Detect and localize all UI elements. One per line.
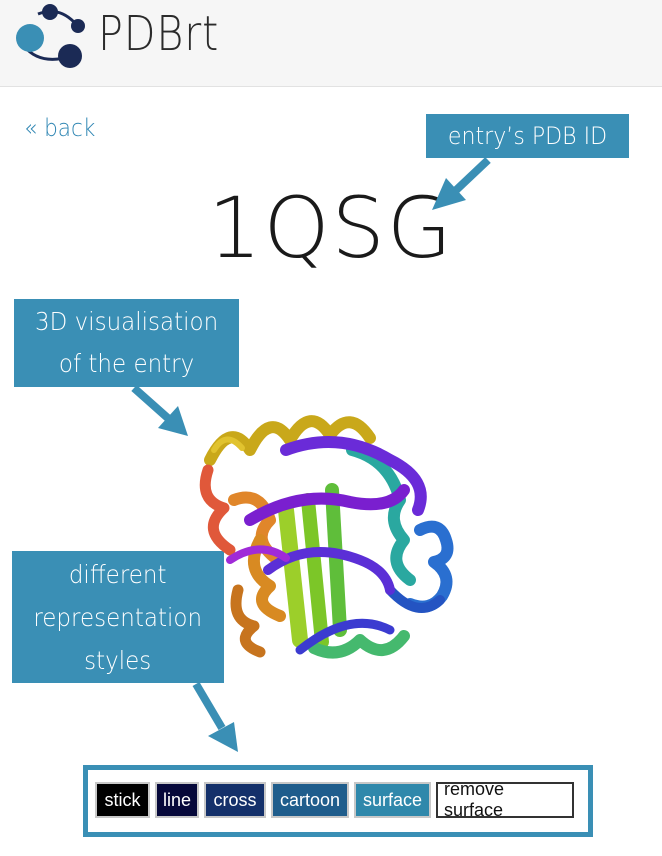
callout-visualisation-line2: of the entry [58, 349, 195, 378]
callout-styles-line3: styles [84, 645, 152, 675]
entry-pdb-id: 1QSG [208, 179, 454, 277]
callout-representation-styles: different representation styles [12, 551, 224, 683]
back-link[interactable]: « back [24, 114, 96, 142]
line-button[interactable]: line [155, 782, 199, 818]
representation-button-group: stick line cross cartoon surface remove … [95, 779, 574, 820]
callout-visualisation-line1: 3D visualisation [34, 307, 219, 336]
arrow-to-viewer [131, 385, 188, 436]
callout-visualisation: 3D visualisation of the entry [14, 299, 239, 387]
callout-pdb-id: entry’s PDB ID [426, 114, 629, 158]
callout-pdb-id-text: entry’s PDB ID [447, 122, 608, 150]
representation-toolbar: stick line cross cartoon surface remove … [83, 765, 593, 837]
molecule-logo-icon[interactable] [10, 0, 92, 72]
site-logo-text[interactable]: PDBrt [98, 6, 220, 62]
callout-styles-line1: different [69, 559, 167, 589]
stick-button[interactable]: stick [95, 782, 150, 818]
site-header: PDBrt [0, 0, 662, 87]
arrow-to-toolbar [192, 681, 238, 752]
cartoon-button[interactable]: cartoon [271, 782, 349, 818]
callout-styles-line2: representation [33, 602, 203, 632]
cross-button[interactable]: cross [204, 782, 266, 818]
surface-button[interactable]: surface [354, 782, 431, 818]
arrow-to-pdb-id [432, 157, 491, 210]
protein-structure-viewer[interactable] [190, 390, 480, 680]
remove-surface-button[interactable]: remove surface [436, 779, 574, 820]
